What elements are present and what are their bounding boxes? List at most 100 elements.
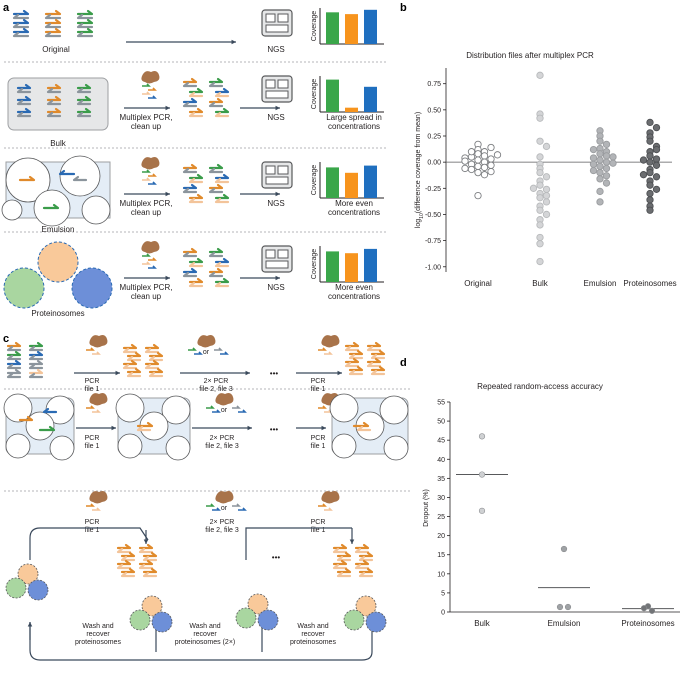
y-tick-label: 20 [437, 533, 445, 540]
dna-strand [182, 271, 198, 278]
dna-strand [42, 407, 58, 414]
dna-strand [358, 571, 374, 578]
cycle-path [29, 527, 149, 560]
panel-label-d: d [400, 357, 407, 369]
dna-strand [138, 563, 154, 570]
proteinosome-blue [257, 609, 279, 631]
dna-strand [120, 555, 136, 562]
dna-strand [44, 18, 62, 25]
dna-strand [208, 97, 224, 104]
dna-strand [122, 359, 138, 366]
dna-strand [370, 353, 386, 360]
dna-strand [182, 81, 198, 88]
or-label: or [221, 505, 228, 512]
data-point [639, 156, 648, 164]
y-tick-label: 5 [441, 590, 445, 597]
dna-strand [72, 175, 88, 182]
proteinosome-orange [247, 593, 269, 615]
dna-strand [148, 355, 164, 362]
coverage-axis-label: Coverage [311, 165, 318, 195]
dna-strand [126, 351, 142, 358]
primer-strand [212, 507, 221, 511]
primer-strand [206, 503, 215, 507]
primer-strand [148, 265, 157, 269]
data-point [560, 545, 568, 553]
coverage-chart: Coverage [311, 246, 384, 283]
dna-strand [370, 369, 386, 376]
x-category-label: Bulk [532, 279, 549, 288]
primer-strand [148, 173, 157, 177]
dna-strand [42, 203, 60, 210]
dna-strand [354, 543, 370, 550]
label-original: Original [42, 45, 70, 54]
dna-strand [188, 177, 204, 184]
dna-strand [208, 183, 224, 190]
data-point [652, 161, 661, 169]
dna-strand [352, 421, 370, 428]
dna-strand [332, 543, 348, 550]
primer-pool-icon [89, 491, 108, 504]
data-point [536, 181, 544, 189]
arrow-pcr-head [165, 275, 170, 281]
data-point [536, 114, 544, 122]
dna-strand [182, 101, 198, 108]
arrow-pcr-head [165, 105, 170, 111]
emulsion-droplet [165, 435, 191, 461]
dna-strand [6, 368, 22, 375]
dna-strand [344, 357, 360, 364]
proteinosome-green [343, 609, 365, 631]
dna-strand [336, 551, 352, 558]
data-point [480, 152, 489, 160]
dna-strand [144, 363, 160, 370]
coverage-bar [364, 248, 377, 282]
data-point [536, 206, 544, 214]
sequencer-tray [265, 90, 289, 99]
data-point [652, 173, 661, 181]
coverage-axis-label: Coverage [311, 79, 318, 109]
dna-strand [18, 175, 36, 182]
coverage-bar [326, 12, 339, 44]
dna-strand [120, 567, 136, 574]
primer-strand [86, 503, 95, 507]
dna-strand [28, 363, 44, 370]
sequencer-slot [277, 79, 289, 89]
data-point [596, 198, 604, 206]
dna-strand [182, 97, 198, 104]
dna-strand [46, 111, 62, 118]
dna-strand [142, 571, 158, 578]
dna-strand [122, 343, 138, 350]
data-point [646, 189, 654, 198]
data-point [602, 158, 611, 166]
dna-strand [6, 341, 22, 348]
sequencer-slot [277, 249, 289, 259]
coverage-bar [345, 14, 358, 45]
data-point [478, 471, 486, 478]
primer-strand [148, 181, 157, 185]
data-point [467, 165, 476, 174]
ellipsis: ••• [270, 369, 279, 378]
sequencer-slot [277, 13, 289, 23]
dna-strand [144, 347, 160, 354]
dna-strand [76, 111, 92, 118]
y-tick-label: 50 [437, 419, 445, 426]
emulsion-droplet [5, 433, 31, 459]
data-point [646, 158, 654, 166]
dna-strand [188, 197, 204, 204]
emulsion-droplet [115, 393, 145, 423]
sequencer-slot [277, 165, 289, 175]
coverage-chart: Coverage [311, 162, 384, 199]
chart-title-b: Distribution files after multiplex PCR [466, 51, 594, 60]
proteinosome-orange [37, 241, 79, 283]
ellipsis: ••• [272, 553, 281, 562]
sequencer-icon [261, 161, 293, 189]
sequencer-slot [265, 249, 276, 259]
